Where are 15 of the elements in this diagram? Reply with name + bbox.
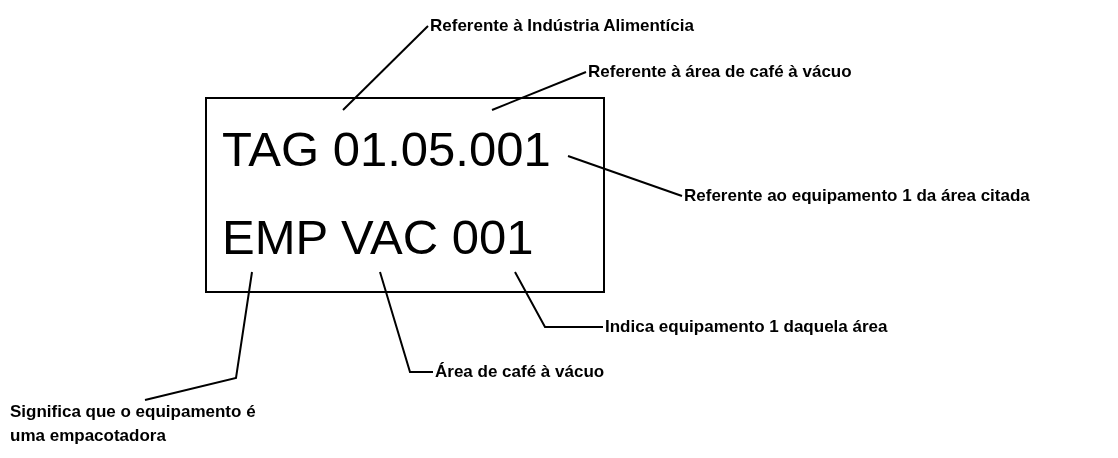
- leader-line: [514, 271, 604, 328]
- leader-line: [567, 155, 683, 197]
- annotation-text: Referente à Indústria Alimentícia: [430, 14, 810, 38]
- leader-line: [491, 71, 587, 111]
- annotation-text: Significa que o equipamento é uma empacotadora: [10, 400, 260, 448]
- annotation-text: Área de café à vácuo: [435, 360, 735, 384]
- tag-frame: [205, 97, 605, 293]
- tag-code: TAG 01.05.001: [222, 121, 551, 177]
- leader-line: [342, 25, 429, 111]
- tag-code: EMP VAC 001: [222, 209, 534, 265]
- annotation-text: Referente à área de café à vácuo: [588, 60, 968, 84]
- leader-line: [379, 271, 434, 373]
- annotation-text: Referente ao equipamento 1 da área citada: [684, 184, 1118, 208]
- leader-line: [144, 271, 253, 401]
- annotation-text: Indica equipamento 1 daquela área: [605, 315, 985, 339]
